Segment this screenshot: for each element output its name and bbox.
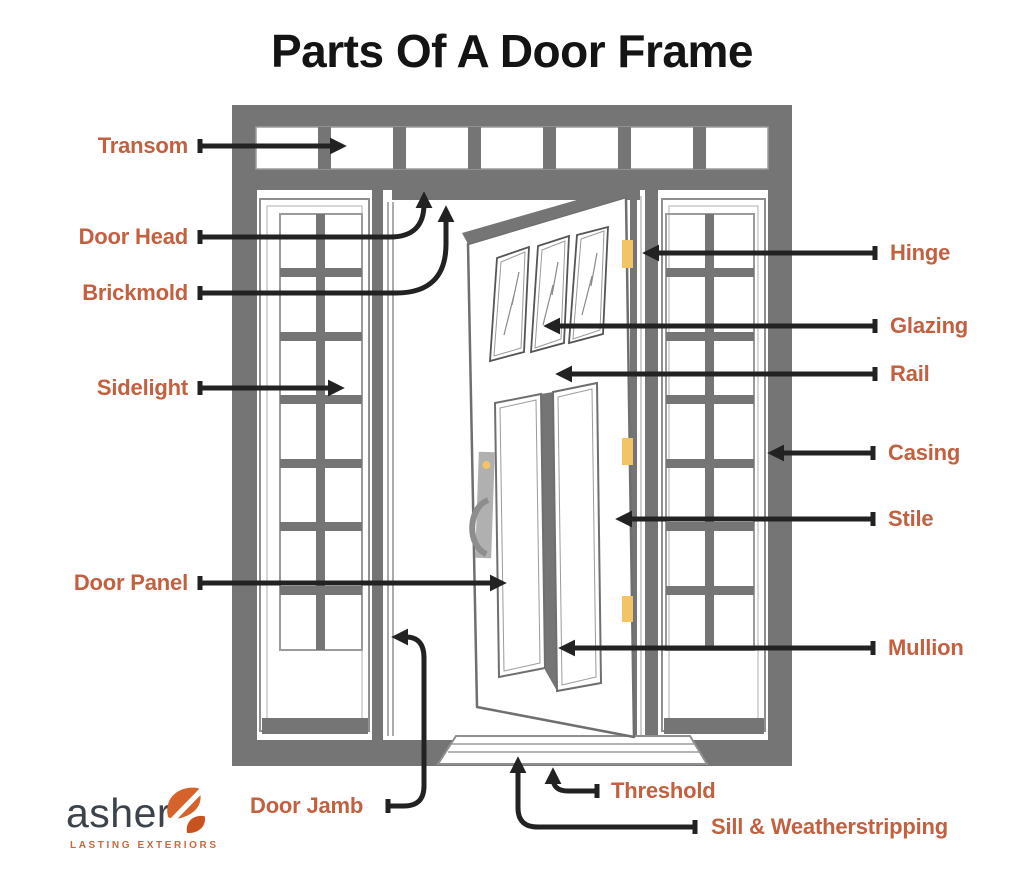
- label-threshold: Threshold: [611, 778, 716, 803]
- label-door-jamb: Door Jamb: [250, 793, 364, 818]
- arrow-hinge: [649, 246, 878, 260]
- left-sidelight: [259, 198, 370, 734]
- door-slab: [462, 187, 636, 739]
- label-rail: Rail: [890, 361, 930, 386]
- label-door-panel: Door Panel: [73, 570, 188, 595]
- label-casing: Casing: [888, 440, 961, 465]
- arrow-door-head: [197, 198, 424, 244]
- logo-tagline: LASTING EXTERIORS: [70, 840, 219, 851]
- hinge-jamb-strip: [630, 196, 637, 738]
- arrow-transom: [197, 139, 340, 153]
- leaf-icon: [162, 787, 206, 834]
- page-title: Parts Of A Door Frame: [271, 25, 753, 77]
- label-mullion: Mullion: [888, 635, 964, 660]
- arrow-glazing: [550, 319, 878, 333]
- logo-wordmark: asher: [66, 790, 172, 836]
- label-hinge: Hinge: [890, 240, 951, 265]
- annotation-arrows: [197, 139, 878, 834]
- arrow-brickmold: [197, 212, 446, 300]
- arrow-mullion: [565, 641, 876, 655]
- threshold-sill: [436, 735, 709, 765]
- arrow-stile: [622, 512, 876, 526]
- label-sill: Sill & Weatherstripping: [711, 814, 949, 839]
- arrow-sill: [518, 763, 698, 834]
- label-door-head: Door Head: [78, 224, 189, 249]
- label-brickmold: Brickmold: [82, 280, 188, 305]
- label-sidelight: Sidelight: [96, 375, 188, 400]
- right-sidelight: [661, 198, 766, 734]
- label-transom: Transom: [97, 133, 188, 158]
- label-stile: Stile: [888, 506, 934, 531]
- door-top-edge: [462, 187, 626, 244]
- arrow-door-jamb: [388, 637, 427, 813]
- door-panels: [493, 381, 603, 693]
- arrow-sidelight: [197, 381, 338, 395]
- label-glazing: Glazing: [890, 313, 969, 338]
- arrow-rail: [562, 367, 878, 381]
- arrow-threshold: [553, 774, 600, 798]
- arrow-door-panel: [197, 576, 500, 590]
- door-head-bar: [392, 188, 640, 200]
- deadbolt-keyhole: [482, 461, 491, 470]
- arrow-casing: [774, 446, 876, 460]
- asher-logo: asher LASTING EXTERIORS: [64, 784, 304, 864]
- door-handle: [469, 451, 495, 559]
- door-hinges: [622, 240, 633, 622]
